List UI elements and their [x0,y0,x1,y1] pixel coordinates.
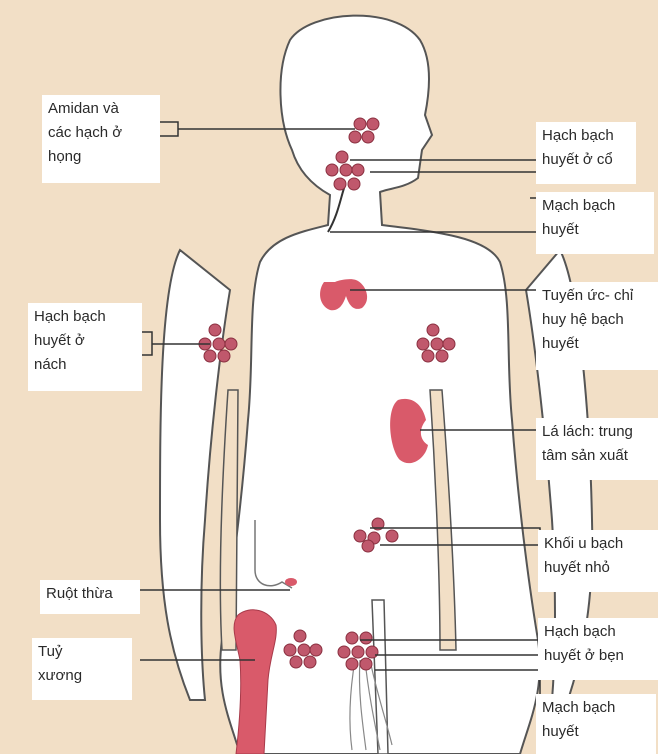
armpit-nodes-left [213,338,225,350]
abdominal-nodes [362,540,374,552]
groin-nodes [352,646,364,658]
label-appendix: Ruột thừa [40,580,140,614]
armpit-nodes-right [422,350,434,362]
label-thymus: Tuyến ức- chỉ huy hệ bạch huyết [536,282,658,370]
armpit-nodes-left [204,350,216,362]
armpit-nodes-right [436,350,448,362]
arm-gap-left [220,390,238,650]
label-tonsils: Amidan và các hạch ở họng [42,95,160,183]
tonsil-nodes [367,118,379,130]
pelvic-nodes [294,630,306,642]
groin-nodes [346,632,358,644]
appendix-organ [285,578,297,586]
label-spleen: Lá lách: trung tâm sản xuất [536,418,658,480]
neck-nodes [326,164,338,176]
neck-nodes [348,178,360,190]
label-armpit-nodes: Hạch bạch huyết ở nách [28,303,142,391]
groin-nodes [338,646,350,658]
neck-nodes [352,164,364,176]
pelvic-nodes [290,656,302,668]
label-lymph-vessel-bottom: Mạch bạch huyết [536,694,656,754]
abdominal-nodes [386,530,398,542]
label-neck-nodes: Hạch bạch huyết ở cổ [536,122,636,184]
pelvic-nodes [304,656,316,668]
armpit-nodes-right [431,338,443,350]
armpit-nodes-right [417,338,429,350]
groin-nodes [366,646,378,658]
armpit-nodes-left [218,350,230,362]
label-bone-marrow: Tuỷ xương [32,638,132,700]
pelvic-nodes [284,644,296,656]
tonsil-nodes [354,118,366,130]
label-small-nodes: Khối u bạch huyết nhỏ [538,530,658,592]
neck-nodes [340,164,352,176]
left-arm [160,250,230,700]
abdominal-nodes [354,530,366,542]
tonsil-nodes [362,131,374,143]
groin-nodes [360,658,372,670]
armpit-nodes-right [427,324,439,336]
tonsil-nodes [349,131,361,143]
label-lymph-vessel-top: Mạch bạch huyết [536,192,654,254]
groin-nodes [346,658,358,670]
pelvic-nodes [310,644,322,656]
pelvic-nodes [298,644,310,656]
neck-nodes [334,178,346,190]
neck-nodes [336,151,348,163]
label-groin-nodes: Hạch bạch huyết ở bẹn [538,618,658,680]
groin-nodes [360,632,372,644]
armpit-nodes-left [225,338,237,350]
armpit-nodes-left [209,324,221,336]
armpit-nodes-right [443,338,455,350]
